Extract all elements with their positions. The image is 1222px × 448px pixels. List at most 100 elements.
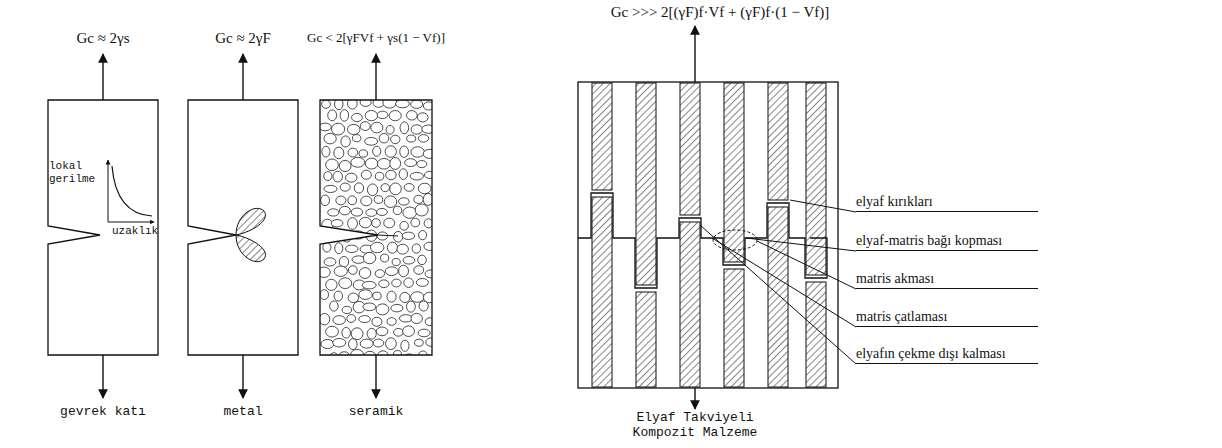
grain bbox=[410, 172, 423, 180]
grain bbox=[418, 255, 427, 264]
grain bbox=[394, 231, 403, 242]
load-arrow bbox=[375, 54, 376, 100]
grain bbox=[405, 159, 417, 167]
grain bbox=[411, 125, 423, 134]
grain bbox=[385, 146, 396, 158]
grain bbox=[360, 339, 373, 348]
grain bbox=[381, 184, 390, 192]
grain bbox=[423, 102, 432, 110]
grain bbox=[365, 110, 378, 120]
grain bbox=[342, 306, 352, 313]
grain bbox=[423, 193, 432, 205]
grain bbox=[321, 339, 334, 348]
grain bbox=[332, 123, 345, 135]
grain bbox=[423, 149, 432, 158]
grain bbox=[404, 278, 414, 287]
grain bbox=[333, 339, 346, 347]
load-arrow bbox=[102, 355, 103, 398]
load-arrow bbox=[102, 54, 103, 100]
grain bbox=[320, 313, 330, 325]
grain bbox=[374, 196, 383, 204]
specimen-ground bbox=[320, 100, 432, 355]
fiber bbox=[636, 83, 656, 285]
load-arrow bbox=[694, 26, 695, 82]
leader-line bbox=[712, 238, 856, 327]
grain bbox=[367, 328, 376, 339]
grain bbox=[377, 111, 388, 118]
grain bbox=[386, 125, 394, 134]
grain bbox=[399, 315, 412, 322]
grain bbox=[345, 173, 357, 182]
grain bbox=[375, 172, 384, 180]
grain bbox=[326, 279, 337, 290]
grain bbox=[403, 256, 415, 264]
grain bbox=[351, 328, 363, 340]
grain bbox=[339, 256, 348, 267]
grain bbox=[416, 278, 428, 286]
grain bbox=[415, 339, 424, 346]
grain bbox=[400, 221, 409, 230]
plastic-zone bbox=[236, 235, 265, 262]
matrix-yield-zone bbox=[713, 230, 757, 250]
grain bbox=[418, 329, 430, 337]
grain bbox=[415, 204, 428, 216]
grain bbox=[417, 161, 427, 168]
grain bbox=[334, 291, 342, 301]
grain bbox=[360, 100, 371, 106]
material-label: metal bbox=[180, 405, 306, 420]
grain bbox=[360, 122, 370, 131]
grain bbox=[348, 293, 358, 303]
grain bbox=[335, 100, 343, 110]
grain bbox=[394, 328, 404, 336]
load-arrow bbox=[242, 355, 243, 398]
grain bbox=[411, 292, 424, 303]
grain bbox=[373, 146, 381, 156]
grain bbox=[398, 198, 409, 205]
notch bbox=[318, 226, 378, 244]
grain bbox=[379, 280, 389, 288]
leader-line bbox=[790, 200, 856, 212]
grain bbox=[336, 196, 346, 205]
grain bbox=[349, 339, 358, 350]
grain bbox=[359, 316, 371, 323]
grain bbox=[419, 231, 427, 240]
grain bbox=[419, 301, 428, 311]
grain bbox=[339, 206, 350, 215]
formula: Gc ≈ 2γF bbox=[180, 30, 306, 47]
grain bbox=[399, 169, 407, 180]
grain bbox=[370, 242, 383, 252]
callout-label: elyafın çekme dışı kalması bbox=[856, 346, 1038, 364]
grain bbox=[352, 113, 363, 121]
caption-label: Elyaf Takviyeli Kompozit Malzeme bbox=[620, 411, 770, 441]
grain bbox=[359, 268, 370, 279]
grain bbox=[411, 147, 424, 157]
grain bbox=[391, 304, 403, 311]
grain bbox=[342, 327, 351, 338]
grain bbox=[335, 243, 343, 254]
grain bbox=[333, 171, 342, 182]
grain bbox=[320, 267, 330, 277]
grain bbox=[384, 218, 395, 228]
callout-label: elyaf-matris bağı kopması bbox=[856, 233, 1038, 251]
grain bbox=[386, 170, 396, 180]
formula: Gc >>> 2[(γF)f·Vf + (γF)f·(1 − Vf)] bbox=[545, 4, 895, 21]
grain bbox=[424, 219, 432, 228]
grain bbox=[425, 270, 432, 278]
grain bbox=[347, 315, 356, 323]
grain bbox=[399, 265, 409, 277]
callout-label: elyaf kırıkları bbox=[856, 194, 1038, 212]
grain bbox=[383, 100, 397, 108]
stress-curve bbox=[112, 166, 152, 216]
fiber bbox=[592, 83, 612, 190]
grain bbox=[352, 135, 360, 142]
axis-label: uzaklık bbox=[112, 225, 172, 238]
grain bbox=[362, 281, 376, 289]
grain bbox=[393, 351, 401, 355]
grain bbox=[326, 326, 339, 337]
grain bbox=[425, 318, 432, 326]
grain bbox=[422, 125, 432, 133]
grain bbox=[377, 208, 388, 215]
grain bbox=[322, 146, 330, 157]
specimen-outline bbox=[320, 100, 432, 355]
grain bbox=[407, 135, 416, 142]
